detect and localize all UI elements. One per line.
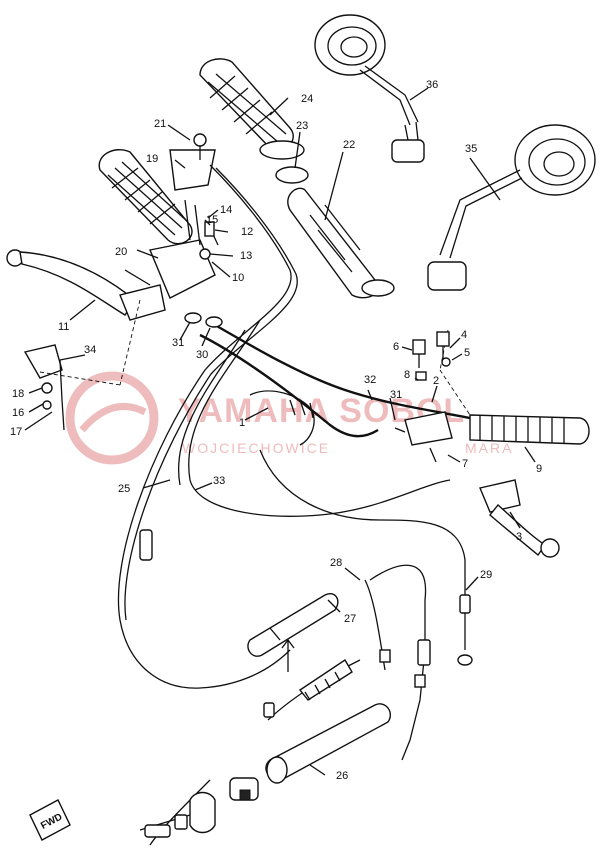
callout-31a: 31 <box>172 337 184 349</box>
callout-12: 12 <box>241 226 253 238</box>
callout-5: 5 <box>464 347 470 359</box>
callout-23: 23 <box>296 120 308 132</box>
leader-lines <box>24 87 536 776</box>
watermark-logo-swoosh <box>79 402 147 433</box>
sleeve-27 <box>247 593 339 657</box>
right-grip-9 <box>394 411 590 446</box>
callout-7: 7 <box>462 458 468 470</box>
callout-15: 15 <box>206 214 218 226</box>
callout-17: 17 <box>10 426 22 438</box>
callout-18: 18 <box>12 388 24 400</box>
callout-16: 16 <box>12 407 24 419</box>
watermark-sub-right: MARA <box>465 440 513 456</box>
callout-25: 25 <box>118 483 130 495</box>
callout-1: 1 <box>239 417 245 429</box>
callout-29: 29 <box>480 569 492 581</box>
small-parts-right <box>412 331 451 463</box>
cable-hardware <box>139 529 473 718</box>
callout-6: 6 <box>393 341 399 353</box>
left-switch-housing <box>149 133 216 299</box>
mirror-36 <box>314 14 425 163</box>
callout-13: 13 <box>240 250 252 262</box>
callout-30: 30 <box>196 349 208 361</box>
clamp-34 <box>23 344 65 431</box>
callout-24: 24 <box>301 93 313 105</box>
guide-lines <box>39 299 471 416</box>
callout-20: 20 <box>115 246 127 258</box>
callout-22: 22 <box>343 139 355 151</box>
callout-4: 4 <box>461 329 467 341</box>
direction-arrow <box>281 638 295 672</box>
watermark-logo <box>65 371 159 465</box>
callout-33: 33 <box>213 475 225 487</box>
cables <box>117 164 466 846</box>
callout-27: 27 <box>344 613 356 625</box>
callout-19: 19 <box>146 153 158 165</box>
callout-32: 32 <box>364 374 376 386</box>
ring-23 <box>275 166 309 184</box>
grip-22 <box>287 187 395 299</box>
callout-28: 28 <box>330 557 342 569</box>
throttle-assembly <box>139 777 259 838</box>
mirror-35 <box>427 124 596 291</box>
small-parts-left <box>124 221 223 328</box>
watermark-sub-left: WOJCIECHOWICE <box>182 440 330 456</box>
callout-21: 21 <box>154 118 166 130</box>
callout-9: 9 <box>536 463 542 475</box>
left-lever-11 <box>6 249 166 321</box>
callout-14: 14 <box>220 204 232 216</box>
callout-26: 26 <box>336 770 348 782</box>
left-grip <box>98 149 193 245</box>
callout-35: 35 <box>465 143 477 155</box>
callout-11: 11 <box>58 321 69 333</box>
callout-3: 3 <box>516 531 522 543</box>
grip-24 <box>199 58 305 160</box>
callout-36: 36 <box>426 79 438 91</box>
callout-10: 10 <box>232 272 244 284</box>
callout-2: 2 <box>433 375 439 387</box>
callout-31b: 31 <box>390 389 402 401</box>
fwd-indicator: FWD <box>29 799 71 841</box>
callout-34: 34 <box>84 344 96 356</box>
right-lever-3 <box>479 479 560 558</box>
tube-26 <box>265 703 392 784</box>
callout-8: 8 <box>404 369 410 381</box>
callouts: 1 2 3 4 5 6 7 8 9 10 11 12 13 14 15 16 1… <box>10 79 542 782</box>
